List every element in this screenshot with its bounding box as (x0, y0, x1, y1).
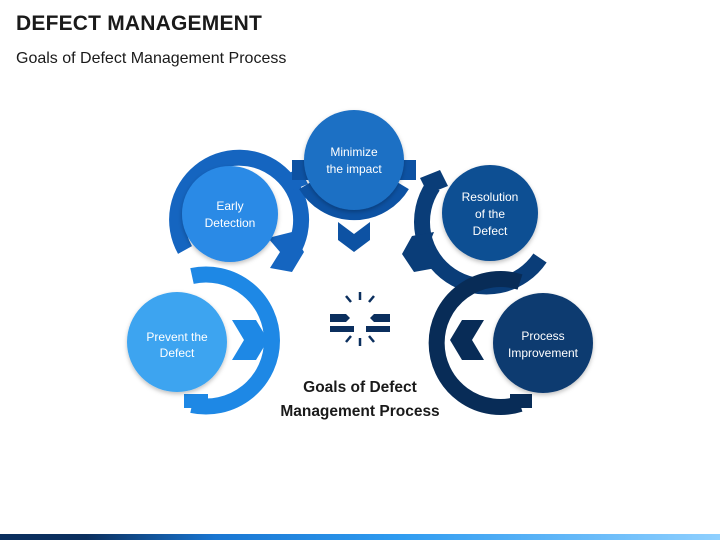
goal-circle-minimize (304, 110, 404, 210)
gear-ring-prevent (190, 266, 280, 415)
broken-link-icon (330, 292, 390, 346)
goal-label-resolution-line1: Resolution (462, 190, 519, 204)
goal-circle-early (182, 166, 278, 262)
goal-label-early-line1: Early (216, 199, 243, 213)
goal-circle-prevent (127, 292, 227, 392)
goal-gear-prevent: Prevent the Defect (127, 266, 280, 415)
goal-gear-process: Process Improvement (428, 271, 593, 415)
gear-tab-resolution (402, 232, 436, 272)
goal-gear-resolution: Resolution of the Defect (402, 165, 547, 295)
gear-tab2-process (510, 394, 532, 408)
goal-label-minimize-line1: Minimize (330, 145, 378, 159)
goal-circle-resolution (442, 165, 538, 261)
goal-label-prevent-line1: Prevent the (146, 330, 208, 344)
gear-tab-early (268, 232, 304, 272)
goal-label-minimize-line2: the impact (326, 162, 382, 176)
goal-label-resolution-line2: of the (475, 207, 505, 221)
gear-ring-early (169, 149, 310, 257)
goal-label-resolution-line3: Defect (473, 224, 508, 238)
gear-tab-process (450, 320, 484, 360)
gear-ring-process (428, 271, 523, 415)
gear-tab-prevent (232, 320, 268, 360)
center-label-line2: Management Process (280, 403, 439, 420)
gear-tab2-prevent (184, 394, 208, 408)
goal-label-prevent-line2: Defect (160, 346, 195, 360)
page-title: DEFECT MANAGEMENT (16, 12, 263, 35)
goal-label-process-line1: Process (521, 329, 564, 343)
center-label-line1: Goals of Defect (303, 379, 417, 396)
gear-tab2-resolution (420, 170, 448, 194)
page-subtitle: Goals of Defect Management Process (16, 50, 287, 67)
goal-circle-process (493, 293, 593, 393)
goal-gear-early: Early Detection (169, 149, 310, 272)
goal-label-early-line2: Detection (205, 216, 256, 230)
footer-gradient-bar (0, 534, 720, 540)
gear-tab-minimize (338, 222, 370, 252)
goal-gear-minimize: Minimize the impact (292, 110, 416, 252)
goal-label-process-line2: Improvement (508, 346, 579, 360)
gear-ring-minimize (299, 180, 409, 221)
